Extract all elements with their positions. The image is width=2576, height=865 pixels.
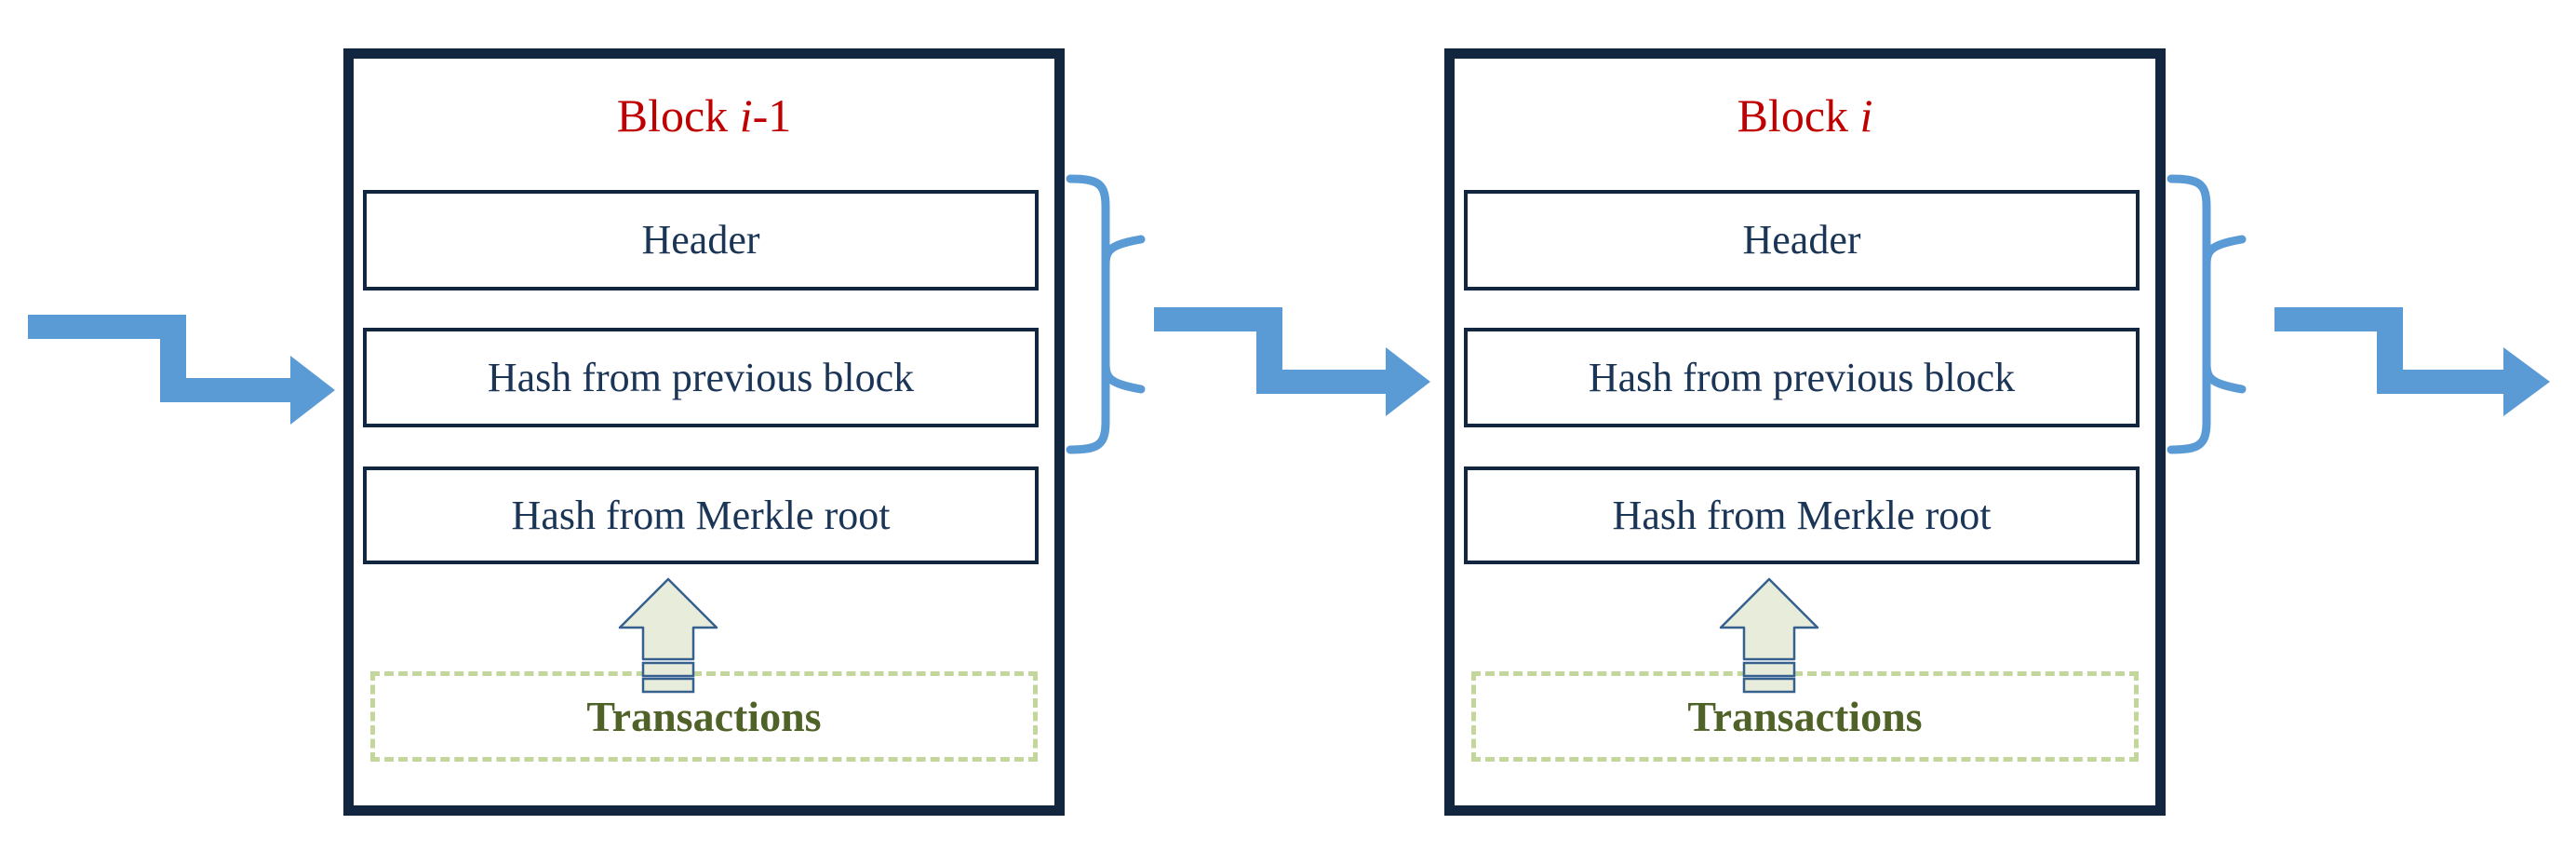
block-2-title-index: i xyxy=(1859,89,1873,142)
block-1-title-prefix: Block xyxy=(616,89,740,142)
block-1-title-index: i xyxy=(739,89,753,142)
block-2-title-prefix: Block xyxy=(1737,89,1860,142)
block-1-field-header: Header xyxy=(363,190,1039,291)
block-1-field-header-label: Header xyxy=(641,217,760,263)
block-2-field-header: Header xyxy=(1464,190,2140,291)
chain-arrow-block1-to-block2 xyxy=(1154,307,1430,416)
block-2-field-header-label: Header xyxy=(1742,217,1861,263)
block-2-field-merkle-root: Hash from Merkle root xyxy=(1464,466,2140,564)
block-1-field-merkle-root: Hash from Merkle root xyxy=(363,466,1039,564)
block-1-field-hash-prev-label: Hash from previous block xyxy=(487,354,915,400)
outgoing-chain-arrow xyxy=(2274,307,2550,416)
incoming-chain-arrow xyxy=(28,315,335,425)
block-1-header-brace xyxy=(1066,174,1146,454)
block-2-transactions-box: Transactions xyxy=(1471,671,2139,762)
block-2-field-merkle-root-label: Hash from Merkle root xyxy=(1612,492,1992,538)
block-1: Block i-1 xyxy=(343,48,1065,816)
block-2-header-brace xyxy=(2167,174,2247,454)
block-1-field-merkle-root-label: Hash from Merkle root xyxy=(511,492,891,538)
block-2-title: Block i xyxy=(1455,92,2155,139)
block-1-title: Block i-1 xyxy=(354,92,1054,139)
block-1-transactions-box: Transactions xyxy=(370,671,1038,762)
block-2-transactions-label: Transactions xyxy=(1687,692,1923,740)
block-2: Block i xyxy=(1444,48,2166,816)
block-1-field-hash-prev: Hash from previous block xyxy=(363,328,1039,427)
block-2-field-hash-prev: Hash from previous block xyxy=(1464,328,2140,427)
block-2-field-hash-prev-label: Hash from previous block xyxy=(1588,354,2016,400)
block-1-title-suffix: -1 xyxy=(752,89,792,142)
block-1-transactions-label: Transactions xyxy=(586,692,822,740)
